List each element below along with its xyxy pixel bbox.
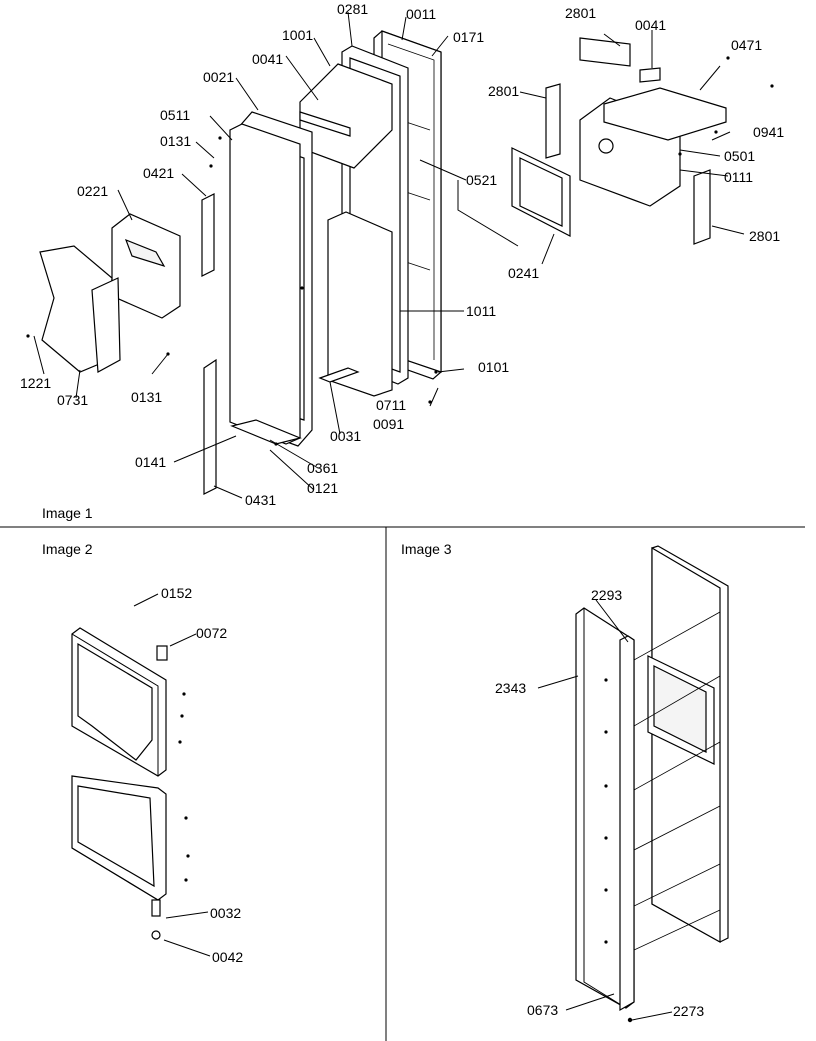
bottom-bracket <box>230 419 302 445</box>
callout: 0471 <box>731 37 762 53</box>
callout: 0021 <box>203 69 234 85</box>
image2-caption: Image 2 <box>42 541 93 557</box>
callout: 2343 <box>495 680 526 696</box>
callout: 0121 <box>307 480 338 496</box>
image3-callouts: 2293 2343 0673 2273 <box>495 587 704 1019</box>
callout: 2801 <box>488 83 519 99</box>
dispenser-cover <box>39 245 113 373</box>
top-hinge-0072 <box>156 645 168 661</box>
callout: 0041 <box>252 51 283 67</box>
dispenser-recess <box>653 665 707 753</box>
cover-block-2801-top <box>579 37 631 67</box>
callout: 0111 <box>724 169 753 185</box>
image3-caption: Image 3 <box>401 541 452 557</box>
callout: 0431 <box>245 492 276 508</box>
callout: 0241 <box>508 265 539 281</box>
callout: 0361 <box>307 460 338 476</box>
cover-block-2801-left <box>545 83 561 159</box>
image1-callouts: 0281 0011 1001 0171 2801 0041 0471 0021 … <box>20 1 784 508</box>
left-trim-upper <box>201 193 215 277</box>
image3-drawing <box>537 545 729 1023</box>
callout: 0042 <box>212 949 243 965</box>
door-panel-upper-inner <box>77 642 153 761</box>
callout: 0091 <box>373 416 404 432</box>
callout: 0131 <box>131 389 162 405</box>
callout: 0731 <box>57 392 88 408</box>
air-duct-inner <box>519 157 563 227</box>
callout: 0032 <box>210 905 241 921</box>
callout: 0511 <box>160 107 190 123</box>
callout: 0031 <box>330 428 361 444</box>
fan-motor <box>598 138 614 154</box>
bottom-hinge-0032 <box>151 899 161 917</box>
image2-callouts: 0152 0072 0032 0042 <box>161 585 243 965</box>
door-panel-lower-inner <box>77 785 155 888</box>
callout: 1221 <box>20 375 51 391</box>
callout: 0171 <box>453 29 484 45</box>
callout: 0711 <box>376 397 406 413</box>
cover-block-2801-right <box>693 169 711 245</box>
left-trim-lower <box>203 358 217 495</box>
callout: 0041 <box>635 17 666 33</box>
screws-image2 <box>178 692 190 882</box>
callout: 0152 <box>161 585 192 601</box>
callout: 0101 <box>478 359 509 375</box>
dispenser-shell <box>229 123 301 445</box>
callout: 1001 <box>282 27 313 43</box>
image1-drawing <box>26 11 774 499</box>
callout: 2801 <box>749 228 780 244</box>
screws-image1 <box>26 56 774 446</box>
callout: 1011 <box>466 303 496 319</box>
fan-bracket <box>603 87 727 141</box>
callout: 2801 <box>565 5 596 21</box>
callout: 0941 <box>753 124 784 140</box>
lower-liner <box>327 211 393 397</box>
door-edge-trim <box>619 635 635 1012</box>
callout: 2293 <box>591 587 622 603</box>
dispenser-housing <box>111 213 181 319</box>
callout: 0521 <box>466 172 497 188</box>
image1-caption: Image 1 <box>42 505 93 521</box>
callout: 0221 <box>77 183 108 199</box>
callout: 0011 <box>406 6 436 22</box>
cover-side <box>91 277 121 373</box>
screws-image3 <box>604 678 633 1023</box>
bottom-strip <box>318 367 360 383</box>
callout: 0421 <box>143 165 174 181</box>
image2-drawing <box>71 593 211 957</box>
callout: 0281 <box>337 1 368 17</box>
callout: 2273 <box>673 1003 704 1019</box>
callout: 0131 <box>160 133 191 149</box>
callout: 0673 <box>527 1002 558 1018</box>
callout: 0141 <box>135 454 166 470</box>
callout: 0072 <box>196 625 227 641</box>
upper-strip <box>299 111 351 137</box>
callout: 0501 <box>724 148 755 164</box>
bottom-hinge-pin-0042 <box>151 930 161 940</box>
part-0041-right <box>639 67 661 83</box>
